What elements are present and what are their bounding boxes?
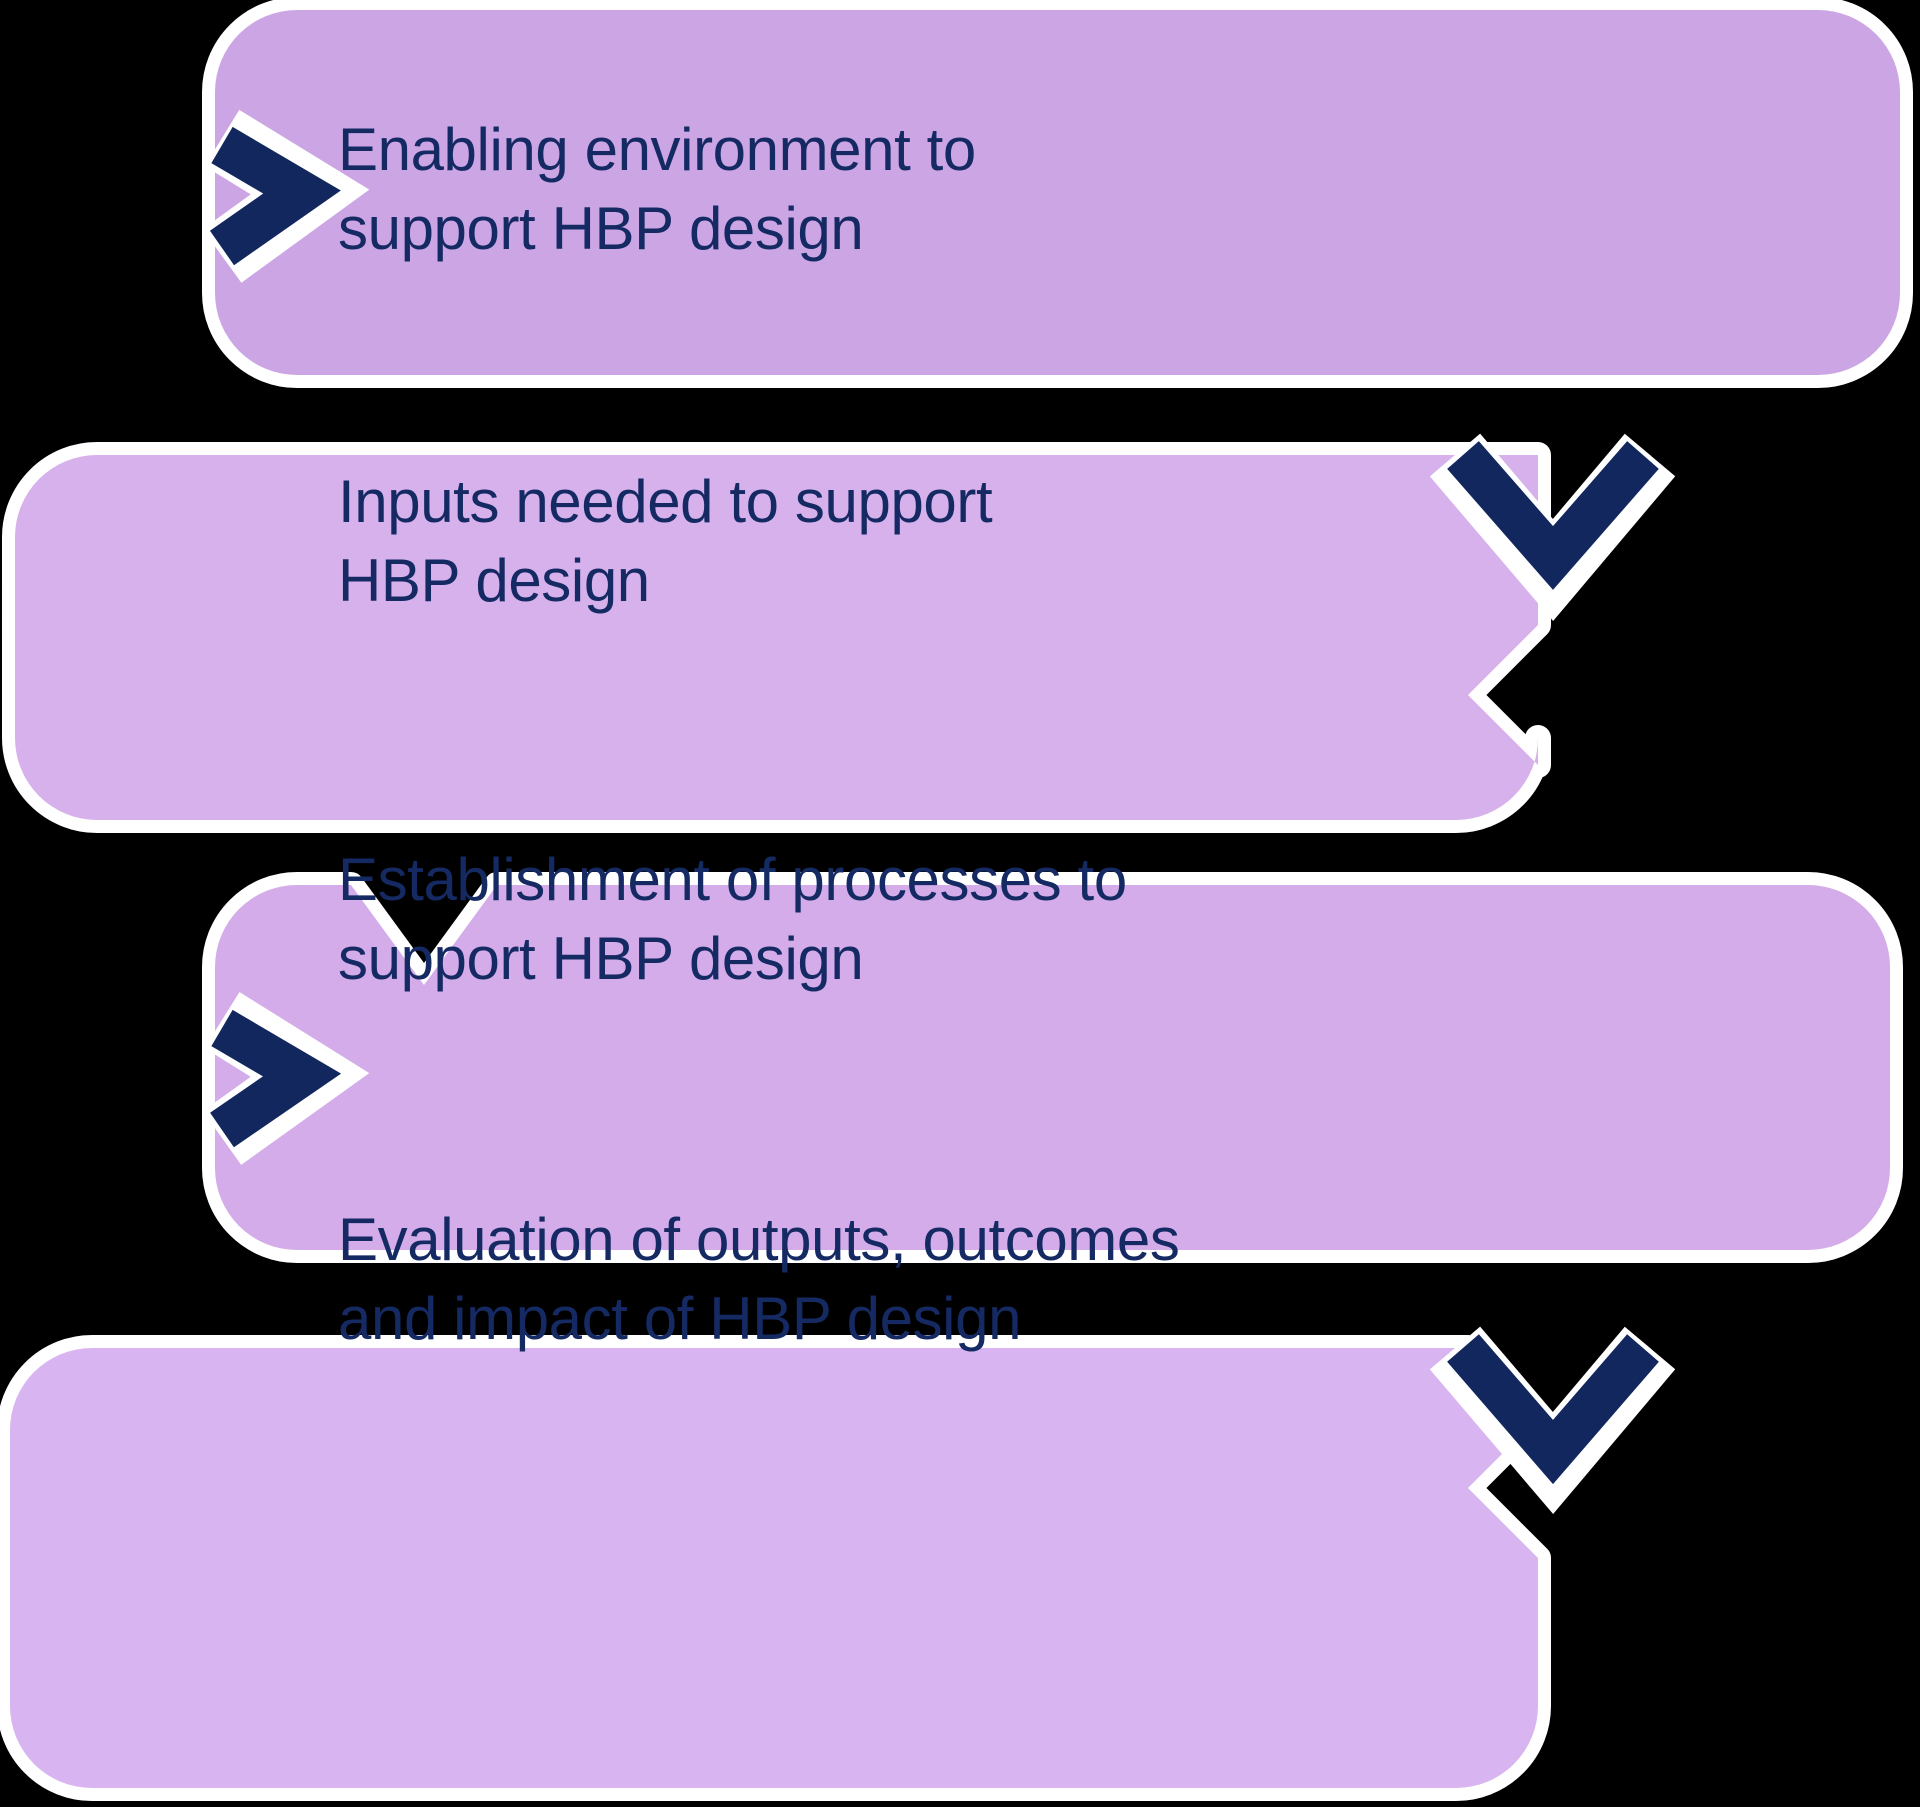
- step-2-shape[interactable]: [2, 442, 1551, 833]
- step-3-shape[interactable]: [202, 872, 1903, 1263]
- chevron-down-icon-step-4: [1429, 1326, 1676, 1515]
- chevron-down-icon-step-2: [1429, 433, 1676, 622]
- step-1-shape[interactable]: [202, 0, 1913, 388]
- step-4-shape[interactable]: [0, 1335, 1551, 1801]
- chevron-right-icon-step-1: [202, 109, 370, 283]
- chevron-right-icon-step-3: [202, 992, 370, 1165]
